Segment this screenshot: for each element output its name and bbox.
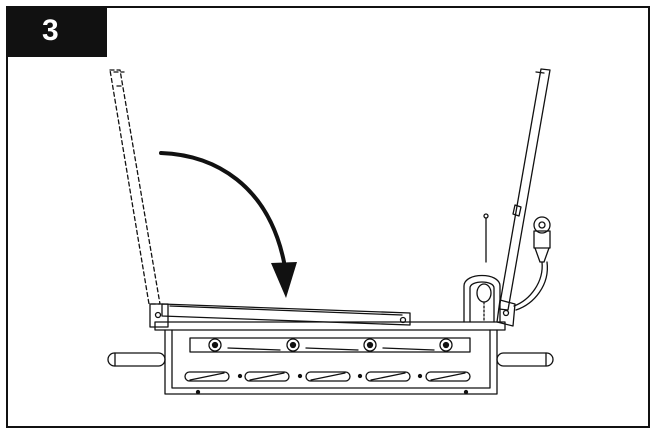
rotation-arrow-icon <box>159 151 297 298</box>
right-wheel <box>496 352 554 367</box>
step-number: 3 <box>42 14 59 47</box>
dashed-leg <box>109 69 161 305</box>
grill-body <box>154 321 506 395</box>
left-wheel <box>107 352 166 367</box>
control-valve <box>463 213 501 323</box>
folding-leg <box>496 68 551 327</box>
regulator-hose <box>513 216 551 311</box>
step-badge: 3 <box>6 6 107 57</box>
